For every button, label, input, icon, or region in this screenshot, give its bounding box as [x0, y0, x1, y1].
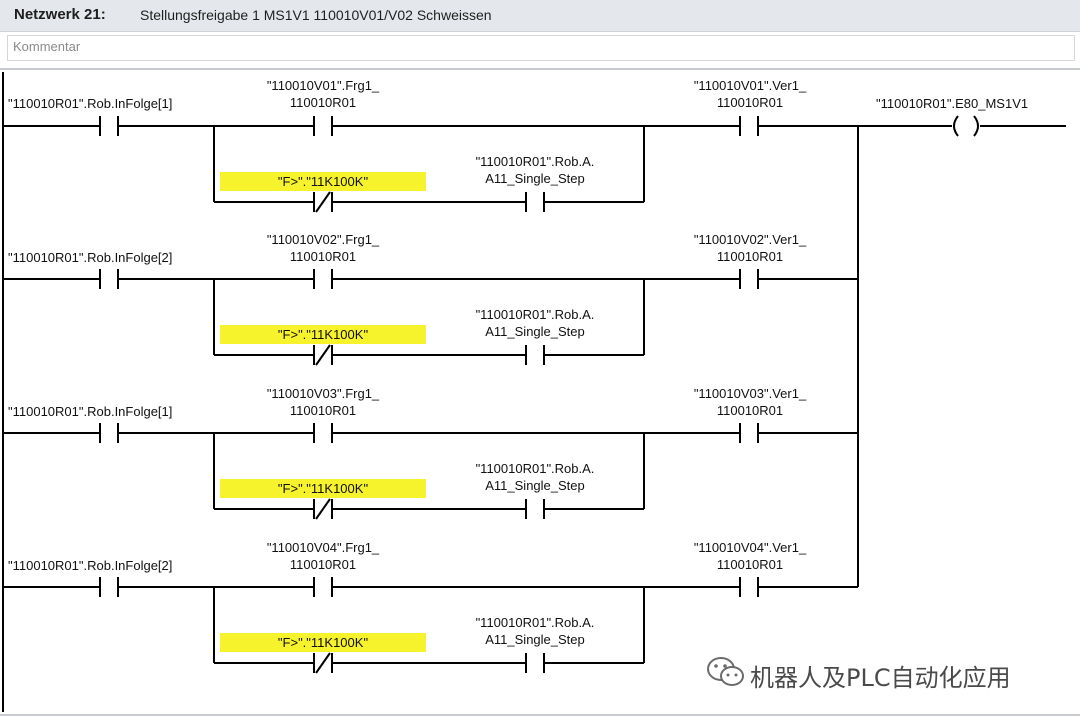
contact-label[interactable]: 110010R01: [716, 95, 784, 110]
contact-label[interactable]: A11_Single_Step: [485, 324, 585, 339]
contact-label[interactable]: "110010R01".Rob.A.: [475, 615, 595, 630]
contact-no-icon: [525, 192, 545, 212]
contact-label[interactable]: "110010R01".Rob.A.: [475, 154, 595, 169]
contact-label[interactable]: A11_Single_Step: [485, 171, 585, 186]
contact-label[interactable]: "110010R01".Rob.InFolge[1]: [8, 404, 173, 419]
fault-tag-label: "F>"."11K100K": [277, 327, 369, 342]
comment-placeholder: Kommentar: [13, 39, 81, 54]
contact-no-icon: [99, 269, 119, 289]
contact-no-icon: [739, 116, 759, 136]
contact-label[interactable]: 110010R01: [716, 249, 784, 264]
contact-no-icon: [99, 577, 119, 597]
fault-tag-highlight[interactable]: "F>"."11K100K": [220, 633, 426, 652]
contact-label[interactable]: "110010R01".Rob.A.: [475, 461, 595, 476]
comment-field[interactable]: Kommentar: [7, 35, 1075, 61]
contact-no-icon: [313, 577, 333, 597]
contact-label[interactable]: "110010R01".Rob.InFolge[2]: [8, 250, 173, 265]
contact-label[interactable]: "110010V01".Frg1_: [266, 78, 380, 93]
contact-label[interactable]: "110010R01".Rob.InFolge[1]: [8, 96, 173, 111]
contact-no-icon: [739, 577, 759, 597]
fault-tag-highlight[interactable]: "F>"."11K100K": [220, 479, 426, 498]
contact-no-icon: [739, 423, 759, 443]
contact-label[interactable]: "110010V02".Frg1_: [266, 232, 380, 247]
contact-no-icon: [525, 499, 545, 519]
contact-label[interactable]: 110010R01: [289, 403, 357, 418]
contact-no-icon: [525, 653, 545, 673]
fault-tag-label: "F>"."11K100K": [277, 481, 369, 496]
coil-label[interactable]: "110010R01".E80_MS1V1: [876, 96, 1029, 111]
contact-label[interactable]: 110010R01: [289, 249, 357, 264]
contact-label[interactable]: 110010R01: [289, 95, 357, 110]
contact-no-icon: [313, 269, 333, 289]
fault-tag-label: "F>"."11K100K": [277, 174, 369, 189]
contact-label[interactable]: "110010V02".Ver1_: [693, 232, 807, 247]
contact-label[interactable]: "110010V03".Frg1_: [266, 386, 380, 401]
contact-label[interactable]: A11_Single_Step: [485, 632, 585, 647]
contact-label[interactable]: "110010V01".Ver1_: [693, 78, 807, 93]
contact-label[interactable]: "110010R01".Rob.InFolge[2]: [8, 558, 173, 573]
contact-no-icon: [313, 116, 333, 136]
network-title: Netzwerk 21:: [14, 6, 106, 23]
contact-label[interactable]: "110010R01".Rob.A.: [475, 307, 595, 322]
contact-no-icon: [739, 269, 759, 289]
contact-nc-icon: [313, 344, 333, 366]
contact-label[interactable]: 110010R01: [716, 557, 784, 572]
wechat-icon: [707, 657, 744, 686]
fault-tag-highlight[interactable]: "F>"."11K100K": [220, 172, 426, 191]
contact-no-icon: [525, 345, 545, 365]
network-header[interactable]: Netzwerk 21: Stellungsfreigabe 1 MS1V1 1…: [0, 0, 1080, 32]
watermark-text: 机器人及PLC自动化应用: [750, 664, 1011, 692]
contact-label[interactable]: "110010V04".Ver1_: [693, 540, 807, 555]
contact-label[interactable]: "110010V03".Ver1_: [693, 386, 807, 401]
contact-label[interactable]: 110010R01: [289, 557, 357, 572]
contact-nc-icon: [313, 498, 333, 520]
contact-nc-icon: [313, 652, 333, 674]
contact-nc-icon: [313, 191, 333, 213]
contact-no-icon: [313, 423, 333, 443]
contact-no-icon: [99, 116, 119, 136]
fault-tag-highlight[interactable]: "F>"."11K100K": [220, 325, 426, 344]
bottom-divider: [0, 714, 1080, 716]
coil-icon: [953, 115, 979, 137]
contact-no-icon: [99, 423, 119, 443]
contact-label[interactable]: "110010V04".Frg1_: [266, 540, 380, 555]
fault-tag-label: "F>"."11K100K": [277, 635, 369, 650]
contact-label[interactable]: 110010R01: [716, 403, 784, 418]
contact-label[interactable]: A11_Single_Step: [485, 478, 585, 493]
network-description[interactable]: Stellungsfreigabe 1 MS1V1 110010V01/V02 …: [140, 7, 492, 23]
header-divider: [0, 68, 1080, 70]
